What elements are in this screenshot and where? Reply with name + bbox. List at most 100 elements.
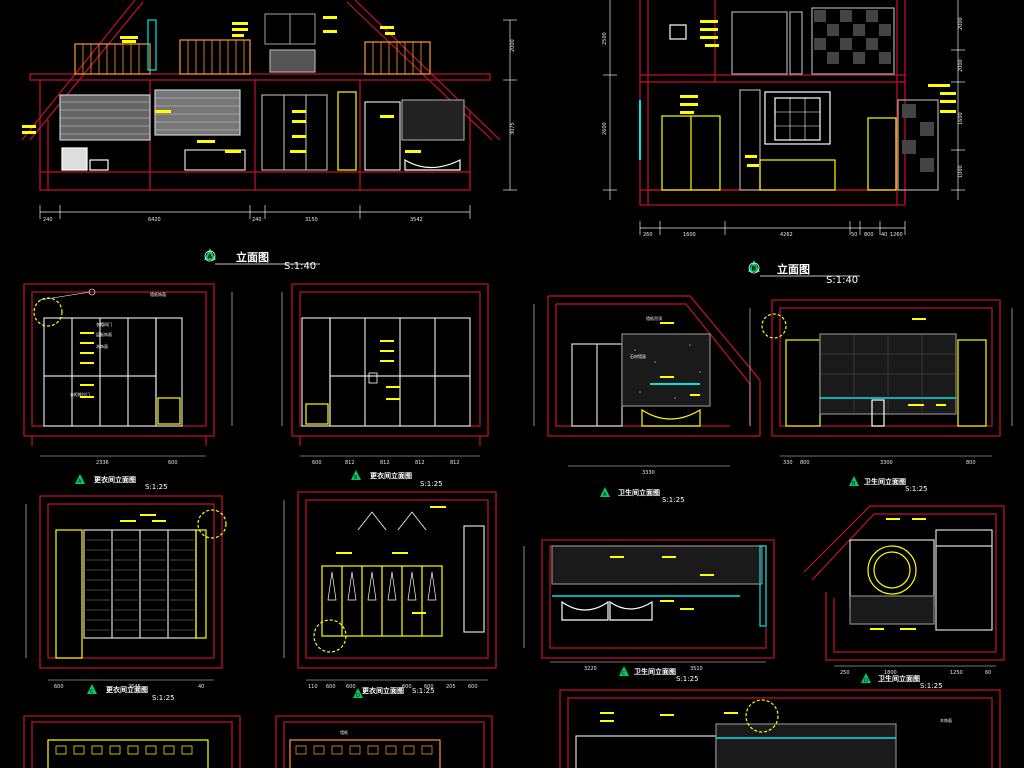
dim-b-right-4: 1000 [958, 165, 964, 178]
title-b-letter: B [752, 266, 757, 273]
dim-a-right-1: 2000 [510, 39, 516, 52]
hanging-clothes [327, 571, 437, 601]
dim-r2-2-d: 812 [415, 460, 425, 466]
dim-r2-1-a: 2336 [96, 460, 109, 466]
annotation-tags-a [22, 16, 421, 153]
title-r2-2-scale: S:1:25 [420, 480, 443, 488]
dim-r3-3-b: 3510 [690, 666, 703, 672]
title-r3-4-name: 卫生间立面图 [878, 674, 920, 683]
title-r3-3-letter: C [622, 671, 626, 677]
dim-r3-2-e: 600 [424, 684, 434, 690]
note-door: 衣帽间门 [96, 321, 112, 327]
title-a-scale: S:1:40 [284, 261, 316, 272]
shower-glass-r3-4 [935, 529, 993, 631]
title-r2-3-name: 卫生间立面图 [618, 488, 660, 497]
title-b-scale: S:1:40 [826, 275, 858, 286]
shower-door [364, 101, 401, 171]
wardrobe-a [261, 94, 328, 171]
attic-sofa [269, 49, 316, 73]
lattice-screen-right [289, 739, 441, 768]
annotation-tags-b [680, 20, 956, 167]
dim-r3-4-b: 1800 [884, 670, 897, 676]
louvres-r3-1 [86, 539, 194, 631]
locker-r3-1 [55, 529, 83, 659]
dim-r3-2-d: 600 [402, 684, 412, 690]
bed-headboard [764, 91, 831, 145]
elevation-r3-3 [523, 539, 775, 663]
dim-a-right-2: 3075 [510, 122, 516, 135]
dim-r2-2-b: 812 [345, 460, 355, 466]
title-r2-4-name: 卫生间立面图 [864, 477, 906, 486]
dim-a-4: 3150 [305, 217, 318, 223]
annotation-tags-r3-3 [610, 556, 714, 610]
dim-r3-4-c: 1250 [950, 670, 963, 676]
title-r3-2-scale: S:1:25 [412, 687, 435, 695]
title-block-b: B 立面图 S:1:40 [748, 260, 860, 286]
note-generic-2: 木饰面 [940, 717, 952, 723]
stone-wall [401, 99, 465, 141]
attic-floor-slab [29, 73, 491, 81]
elevation-b-overall [603, 0, 965, 235]
roof-line-left [21, 0, 136, 141]
title-r2-3-letter: A [603, 492, 607, 498]
title-r3-1-letter: C [90, 689, 94, 695]
section-badge-icon [204, 248, 216, 260]
section-badge-icon [351, 470, 361, 480]
toilet [871, 399, 885, 427]
title-block-r2-3: A 卫生间立面图 S:1:25 [600, 487, 685, 504]
round-mirror [867, 545, 917, 595]
armchair [61, 147, 88, 171]
dims-a-bottom: 240 6420 240 3150 3542 [43, 217, 423, 223]
elevation-a-overall [21, 0, 517, 219]
title-r3-1-scale: S:1:25 [152, 694, 175, 702]
bathtub-a [404, 158, 461, 171]
title-r2-1-name: 更衣间立面图 [94, 475, 136, 484]
upper-wardrobe [731, 11, 788, 75]
title-r2-4-letter: B [852, 481, 856, 487]
note-stone: 石材墙面 [630, 353, 646, 359]
dim-a-5: 3542 [410, 217, 423, 223]
dim-a-2: 6420 [148, 217, 161, 223]
dim-b-right-3: 1600 [958, 112, 964, 125]
section-badge-icon [353, 688, 363, 698]
dim-r3-2-c: 600 [346, 684, 356, 690]
section-badge-icon [75, 474, 85, 484]
note-wood: 木饰面 [96, 343, 108, 349]
note-wallpaper: 墙纸饰面 [150, 291, 166, 297]
dim-b-right-2: 2000 [958, 59, 964, 72]
note-ceiling: 墙纸吊顶 [646, 315, 662, 321]
dim-b-6: 40 [881, 232, 887, 238]
dim-r2-2-a: 600 [312, 460, 322, 466]
dim-r3-1-b: 2645 [128, 684, 141, 690]
section-badge-icon [748, 260, 760, 272]
title-a-letter: A [208, 254, 213, 261]
elevation-r2-1 [23, 283, 233, 457]
title-r2-1-scale: S:1:25 [145, 483, 168, 491]
annotation-tags-row4 [600, 712, 738, 722]
note-sliding: 衣柜推拉门 [70, 391, 90, 397]
dim-r3-2-a: 110 [308, 684, 318, 690]
dim-b-2: 1600 [683, 232, 696, 238]
closet-door-b [867, 117, 897, 191]
title-a-name: 立面图 [236, 250, 269, 264]
title-r2-2-name: 更衣间立面图 [370, 471, 412, 480]
title-r3-1-name: 更衣间立面图 [106, 685, 148, 694]
dim-r3-1-c: 40 [198, 684, 204, 690]
dim-a-1: 240 [43, 217, 53, 223]
note-generic-1: 墙纸 [340, 729, 348, 735]
stone-band-r3-3 [551, 545, 763, 585]
dim-b-4: 50 [851, 232, 857, 238]
note-shelf: 层板饰面 [96, 331, 112, 337]
dim-r3-1-a: 600 [54, 684, 64, 690]
title-r3-2-letter: D [356, 693, 360, 699]
dim-r2-2-e: 812 [450, 460, 460, 466]
elevation-r3-1 [25, 495, 227, 681]
dims-b-bottom: 260 1600 4262 50 800 40 1260 [643, 232, 903, 238]
dim-r2-4-b: 800 [800, 460, 810, 466]
annotation-tags-r2-4 [908, 318, 946, 406]
title-r2-4-scale: S:1:25 [905, 485, 928, 493]
dim-b-right-1: 2000 [958, 17, 964, 30]
bathtub-r2-3 [641, 408, 701, 427]
bed-b [759, 159, 836, 191]
annotation-tags-r2-3 [660, 322, 700, 396]
